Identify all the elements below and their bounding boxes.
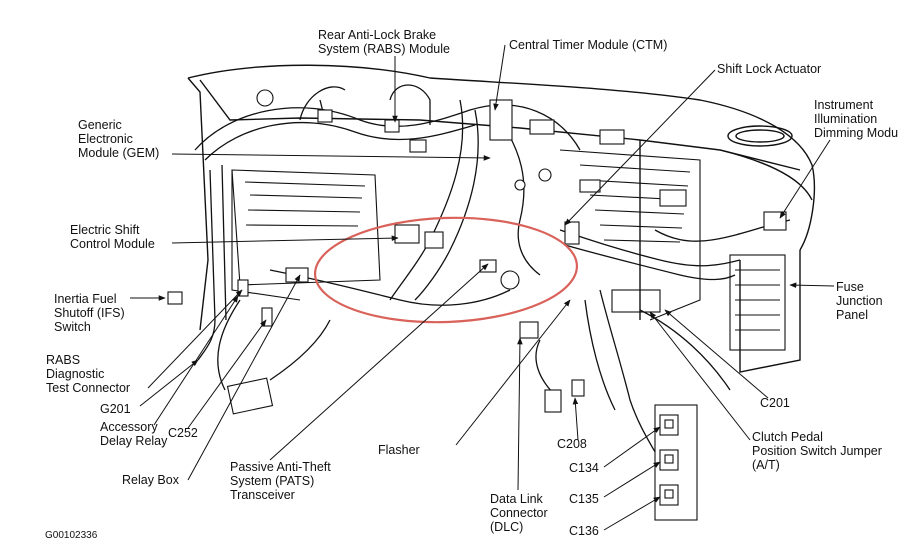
figure-id: G00102336	[45, 530, 98, 541]
label-pats-transceiver: Passive Anti-Theft System (PATS) Transce…	[230, 460, 331, 502]
label-flasher: Flasher	[378, 443, 420, 457]
label-c135: C135	[569, 492, 599, 506]
label-relay-box: Relay Box	[122, 473, 179, 487]
label-c136: C136	[569, 524, 599, 538]
label-generic-electronic-module: Generic Electronic Module (GEM)	[78, 118, 160, 160]
label-rabs-diagnostic-test-connector: RABS Diagnostic Test Connector	[46, 353, 131, 395]
label-c252: C252	[168, 426, 198, 440]
label-c201: C201	[760, 396, 790, 410]
label-rabs-module: Rear Anti-Lock Brake System (RABS) Modul…	[318, 28, 450, 56]
panel-structures	[226, 149, 786, 415]
connector-blocks	[167, 89, 787, 521]
label-accessory-delay-relay: Accessory Delay Relay	[100, 420, 168, 448]
label-fuse-junction-panel: Fuse Junction Panel	[836, 280, 883, 322]
label-electric-shift-control-module: Electric Shift Control Module	[70, 223, 155, 251]
highlight-ellipse	[313, 216, 579, 324]
label-central-timer-module: Central Timer Module (CTM)	[509, 38, 668, 52]
leader-lines	[130, 44, 835, 531]
label-clutch-pedal-position-switch: Clutch Pedal Position Switch Jumper (A/T…	[752, 430, 882, 472]
label-data-link-connector: Data Link Connector (DLC)	[490, 492, 548, 534]
label-c208: C208	[557, 437, 587, 451]
label-instrument-illumination-dimming: Instrument Illumination Dimming Modu	[814, 98, 899, 140]
label-c134: C134	[569, 461, 599, 475]
label-inertia-fuel-shutoff-switch: Inertia Fuel Shutoff (IFS) Switch	[54, 292, 125, 334]
label-shift-lock-actuator: Shift Lock Actuator	[717, 62, 822, 76]
label-g201: G201	[100, 402, 131, 416]
wiring-harness	[194, 84, 791, 471]
